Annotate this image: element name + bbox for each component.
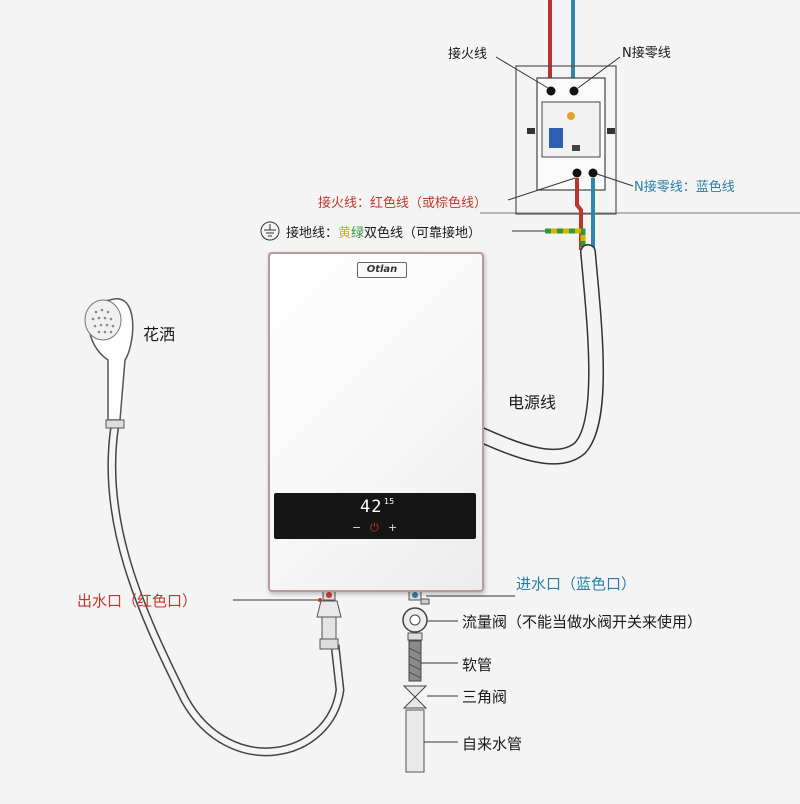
plus-button[interactable]: + [388,521,398,534]
inlet-blue-marker [412,592,418,598]
ground-prefix: 接地线： [286,226,339,241]
ground-green-text: 绿 [351,226,365,241]
label-shower-head: 花洒 [143,325,176,344]
live-wire-prefix: 接火线： [318,196,371,211]
temperature-decimal: 15 [384,497,395,506]
shower-head-face [84,299,122,341]
ground-yellow-text: 黄 [338,226,352,241]
breaker-terminal [572,145,580,151]
control-panel: 42 15 − ⏻ + [274,493,476,539]
breaker-box-outer [515,65,617,215]
breaker-clip-right [607,128,615,134]
ground-wire-green [545,228,586,250]
terminal-neutral-bottom [588,168,598,178]
terminal-live-bottom [572,168,582,178]
label-tap-water-pipe: 自来水管 [462,735,523,753]
label-neutral-wire-top: N接零线 [622,46,671,61]
label-live-wire-top: 接火线 [448,47,488,62]
hose-connector-top [105,419,125,429]
temperature-display: 42 [360,497,383,517]
power-cord-fill [463,245,603,464]
label-angle-valve: 三角阀 [462,688,508,706]
label-ground-wire: 接地线：黄绿双色线（可靠接地） [286,222,481,241]
inlet-side-nub [420,598,430,605]
terminal-neutral-top [569,86,579,96]
label-live-wire-color: 接火线：红色线（或棕色线） [318,192,487,211]
water-heater: Otlan 42 15 − ⏻ + [268,252,484,592]
ground-suffix: 双色线（可靠接地） [364,226,482,241]
power-icon[interactable]: ⏻ [370,521,379,534]
label-neutral-wire-color: N接零线：蓝色线 [634,180,735,195]
breaker-indicator [567,112,575,120]
angle-valve-top [402,685,428,698]
label-outlet: 出水口（红色口） [77,592,198,610]
breaker-switch [549,128,563,148]
outlet-red-marker [326,592,332,598]
minus-button[interactable]: − [352,521,362,534]
outlet-leader-dot [318,598,322,602]
flow-valve-core [409,614,421,626]
label-flow-valve: 流量阀（不能当做水阀开关来使用） [462,613,703,631]
brand-logo: Otlan [357,262,407,278]
outlet-hose-nut [319,638,339,650]
shower-hose-fill [108,424,344,755]
hose-braid [408,647,422,679]
breaker-clip-left [527,128,535,134]
live-wire-desc: 红色线（或棕色线） [370,196,488,211]
angle-valve-bottom [402,696,428,709]
label-inlet: 进水口（蓝色口） [516,575,637,593]
flow-valve-nut [407,632,423,641]
ground-wire-yellow [545,228,586,250]
neutral-wire-incoming [571,0,575,88]
tap-water-pipe [405,709,425,773]
label-hose: 软管 [462,656,493,674]
live-wire-incoming [548,0,552,88]
braided-hose [408,640,422,682]
ground-symbol-icon [260,221,280,241]
outlet-nut [316,600,342,618]
label-power-cord: 电源线 [508,393,557,412]
terminal-live-top [546,86,556,96]
leader-lines [233,56,634,743]
shower-holes [91,308,115,334]
power-cord-outline [462,244,605,465]
outlet-hose-collar [321,616,337,640]
